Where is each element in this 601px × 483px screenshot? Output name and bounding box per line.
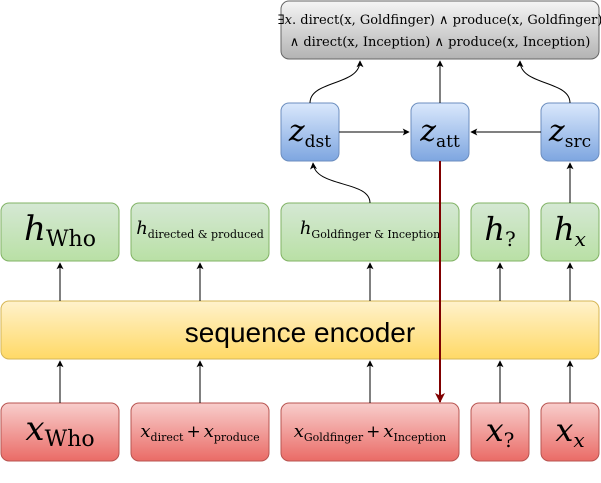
input-node-goldfinger-inception: xGoldfinger+xInception xyxy=(280,402,460,462)
svg-text:xWho: xWho xyxy=(25,409,94,452)
hidden-node-x: hx xyxy=(540,202,600,262)
logical-form-line-1: ∃x. direct(x, Goldfinger) ∧ produce(x, G… xyxy=(278,13,601,28)
hidden-node-question: h? xyxy=(470,202,530,262)
input-node-who: xWho xyxy=(0,402,120,462)
logical-form-node: ∃x. direct(x, Goldfinger) ∧ produce(x, G… xyxy=(278,0,601,60)
input-node-direct-produce: xdirect+xproduce xyxy=(130,402,270,462)
hidden-node-directed-produced: hdirected & produced xyxy=(130,202,270,262)
arrow-z-dst-to-logical-form xyxy=(309,60,364,104)
upper-arrows xyxy=(309,60,574,204)
z-att-node: zatt xyxy=(410,102,470,162)
svg-text:hdirected & produced: hdirected & produced xyxy=(136,218,264,241)
z-dst-node: zdst xyxy=(280,102,340,162)
svg-text:xGoldfinger+xInception: xGoldfinger+xInception xyxy=(294,421,447,444)
svg-text:zatt: zatt xyxy=(419,114,460,152)
svg-text:hx: hx xyxy=(554,210,586,251)
svg-text:hGoldfinger & Inception: hGoldfinger & Inception xyxy=(300,218,440,241)
svg-text:h?: h? xyxy=(484,210,515,251)
input-node-x: xx xyxy=(540,402,600,462)
svg-text:xx: xx xyxy=(555,411,584,452)
arrow-hidden-goldfinger-to-z-dst xyxy=(310,162,371,204)
arrow-z-src-to-logical-form xyxy=(516,60,571,104)
hidden-node-goldfinger-inception: hGoldfinger & Inception xyxy=(280,202,460,262)
hidden-node-who: hWho xyxy=(0,202,120,262)
input-node-question: x? xyxy=(470,402,530,462)
svg-text:zdst: zdst xyxy=(288,114,331,152)
svg-text:x?: x? xyxy=(486,411,515,452)
sequence-encoder-label: sequence encoder xyxy=(185,317,415,348)
svg-text:zsrc: zsrc xyxy=(548,114,591,152)
sequence-encoder-node: sequence encoder xyxy=(0,300,600,360)
input-to-encoder-arrows xyxy=(56,360,574,403)
svg-text:hWho: hWho xyxy=(24,209,96,252)
logical-form-line-2: ∧ direct(x, Inception) ∧ produce(x, Ince… xyxy=(290,35,591,50)
z-src-node: zsrc xyxy=(540,102,600,162)
encoder-to-hidden-arrows xyxy=(56,262,574,301)
svg-text:xdirect+xproduce: xdirect+xproduce xyxy=(140,421,259,444)
